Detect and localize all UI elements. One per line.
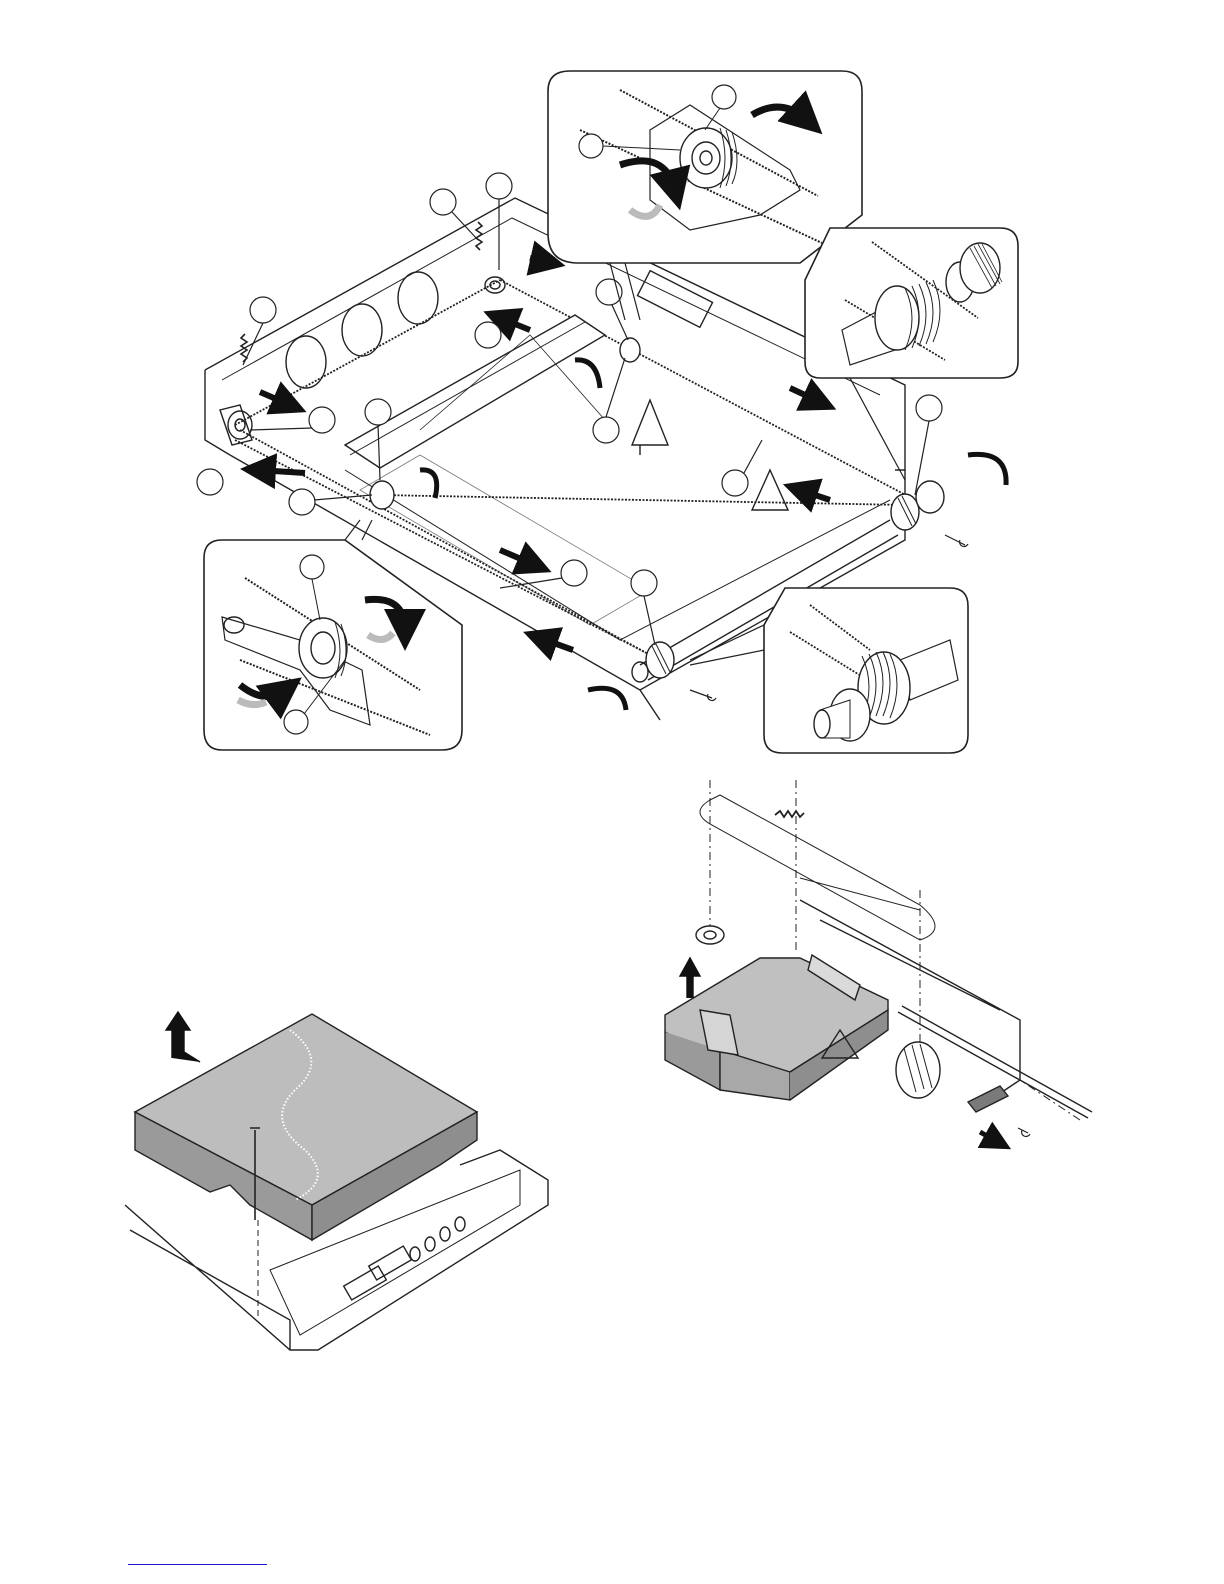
idler-pulley — [696, 926, 724, 944]
screw — [1018, 1128, 1030, 1136]
support-bracket — [752, 470, 788, 510]
tension-spring — [476, 222, 482, 250]
pulley — [680, 128, 732, 188]
drive-pulley-front-right — [891, 481, 944, 530]
lift-arrow — [680, 958, 700, 998]
frame-holes — [410, 1217, 465, 1261]
knob-gear — [960, 243, 1000, 293]
drive-pulley-front-left — [646, 642, 674, 678]
frame-hole — [342, 304, 382, 356]
carriage-removal-diagram — [665, 780, 1092, 1142]
pull-arrow — [980, 1132, 998, 1142]
drive-gear — [896, 1042, 940, 1098]
tension-spring — [775, 811, 804, 817]
top-cover-removal-diagram — [125, 1012, 548, 1350]
cable-drive-assembly-diagram — [197, 71, 1018, 753]
cable-loop — [700, 795, 935, 940]
footer-rule — [128, 1564, 267, 1565]
idler-pulley — [228, 411, 252, 439]
drive-pulley — [485, 277, 505, 293]
screw — [690, 690, 716, 700]
frame-slot — [637, 271, 712, 328]
retaining-plate — [968, 1086, 1008, 1112]
frame-hole — [286, 336, 326, 388]
screw — [945, 535, 968, 546]
lift-arrow — [166, 1012, 200, 1062]
support-bracket — [632, 400, 668, 455]
